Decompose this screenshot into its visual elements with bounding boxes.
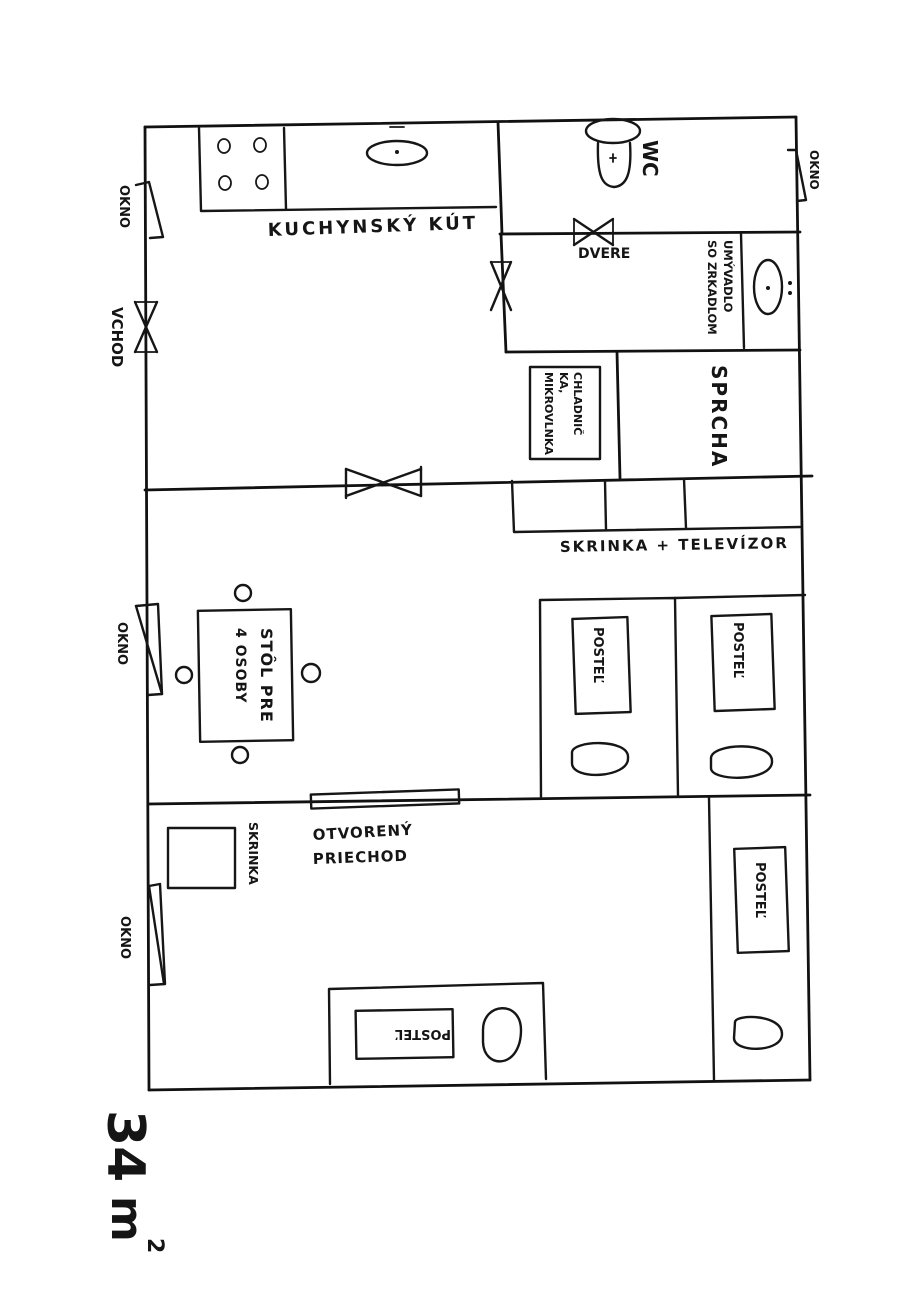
cabinet-tv-unit <box>510 477 802 534</box>
entrance-door-icon <box>133 300 159 354</box>
open-passage-marker <box>309 788 461 810</box>
window-kitchen-icon <box>134 180 165 240</box>
washbasin-icon <box>739 232 792 350</box>
kitchen-sink-icon <box>365 126 429 167</box>
label-fridge-1: CHLADNIČ <box>571 372 584 435</box>
label-entrance: VCHOD <box>108 307 126 367</box>
label-window-bedroom: OKNO <box>117 916 132 959</box>
kitchen-counter <box>197 126 498 213</box>
hall-door-icon <box>489 260 513 312</box>
label-window-kitchen: OKNO <box>116 185 131 228</box>
label-area-exponent: 2 <box>142 1238 167 1253</box>
label-door: DVERE <box>578 246 630 262</box>
bed-frame-3 <box>707 796 790 1082</box>
bathroom-door-icon <box>572 217 615 247</box>
toilet-icon <box>584 117 642 189</box>
label-bed-3: POSTEĽ <box>752 862 767 918</box>
label-washbasin-1: UMÝVADLO <box>721 240 736 313</box>
label-cabinet-tv: SKRINKA + TELEVÍZOR <box>560 533 789 556</box>
label-cabinet: SKRINKA <box>246 822 261 885</box>
label-table-2: 4 OSOBY <box>232 628 248 704</box>
label-open-passage-1: OTVORENÝ <box>312 820 413 844</box>
label-area-unit: m <box>101 1196 152 1242</box>
label-area-number: 34 <box>95 1110 155 1182</box>
bed-frame-4 <box>327 981 548 1086</box>
fridge-box <box>528 365 602 461</box>
label-washbasin-2: SO ZRKADLOM <box>705 240 719 335</box>
label-table-1: STÔL PRE <box>257 628 276 723</box>
window-bedroom-icon <box>147 882 167 987</box>
label-shower: SPRCHA <box>707 365 731 468</box>
label-fridge-2: KA, <box>557 372 570 393</box>
label-bed-1: POSTEĽ <box>590 627 605 683</box>
bedroom-cabinet-box <box>166 826 237 890</box>
table <box>196 607 295 743</box>
label-bed-4: POSTEĽ <box>395 1026 451 1041</box>
window-wc-icon <box>786 148 808 203</box>
label-window-living: OKNO <box>114 622 129 665</box>
bed-frame-2 <box>673 593 807 779</box>
label-open-passage-2: PRIECHOD <box>313 847 409 868</box>
chair-icons <box>174 583 322 765</box>
label-wc: WC <box>638 140 662 177</box>
label-fridge-3: MIKROVLNKA <box>542 372 555 455</box>
living-room-door-icon <box>344 465 423 500</box>
label-kitchen: KUCHYNSKÝ KÚT <box>267 212 478 241</box>
window-living-icon <box>134 602 164 697</box>
outer-walls <box>143 115 812 1092</box>
stove-burners-icon <box>217 137 269 191</box>
label-bed-2: POSTEĽ <box>730 622 745 678</box>
label-window-wc: OKNO <box>807 150 821 190</box>
bed-frame-1 <box>538 596 680 799</box>
